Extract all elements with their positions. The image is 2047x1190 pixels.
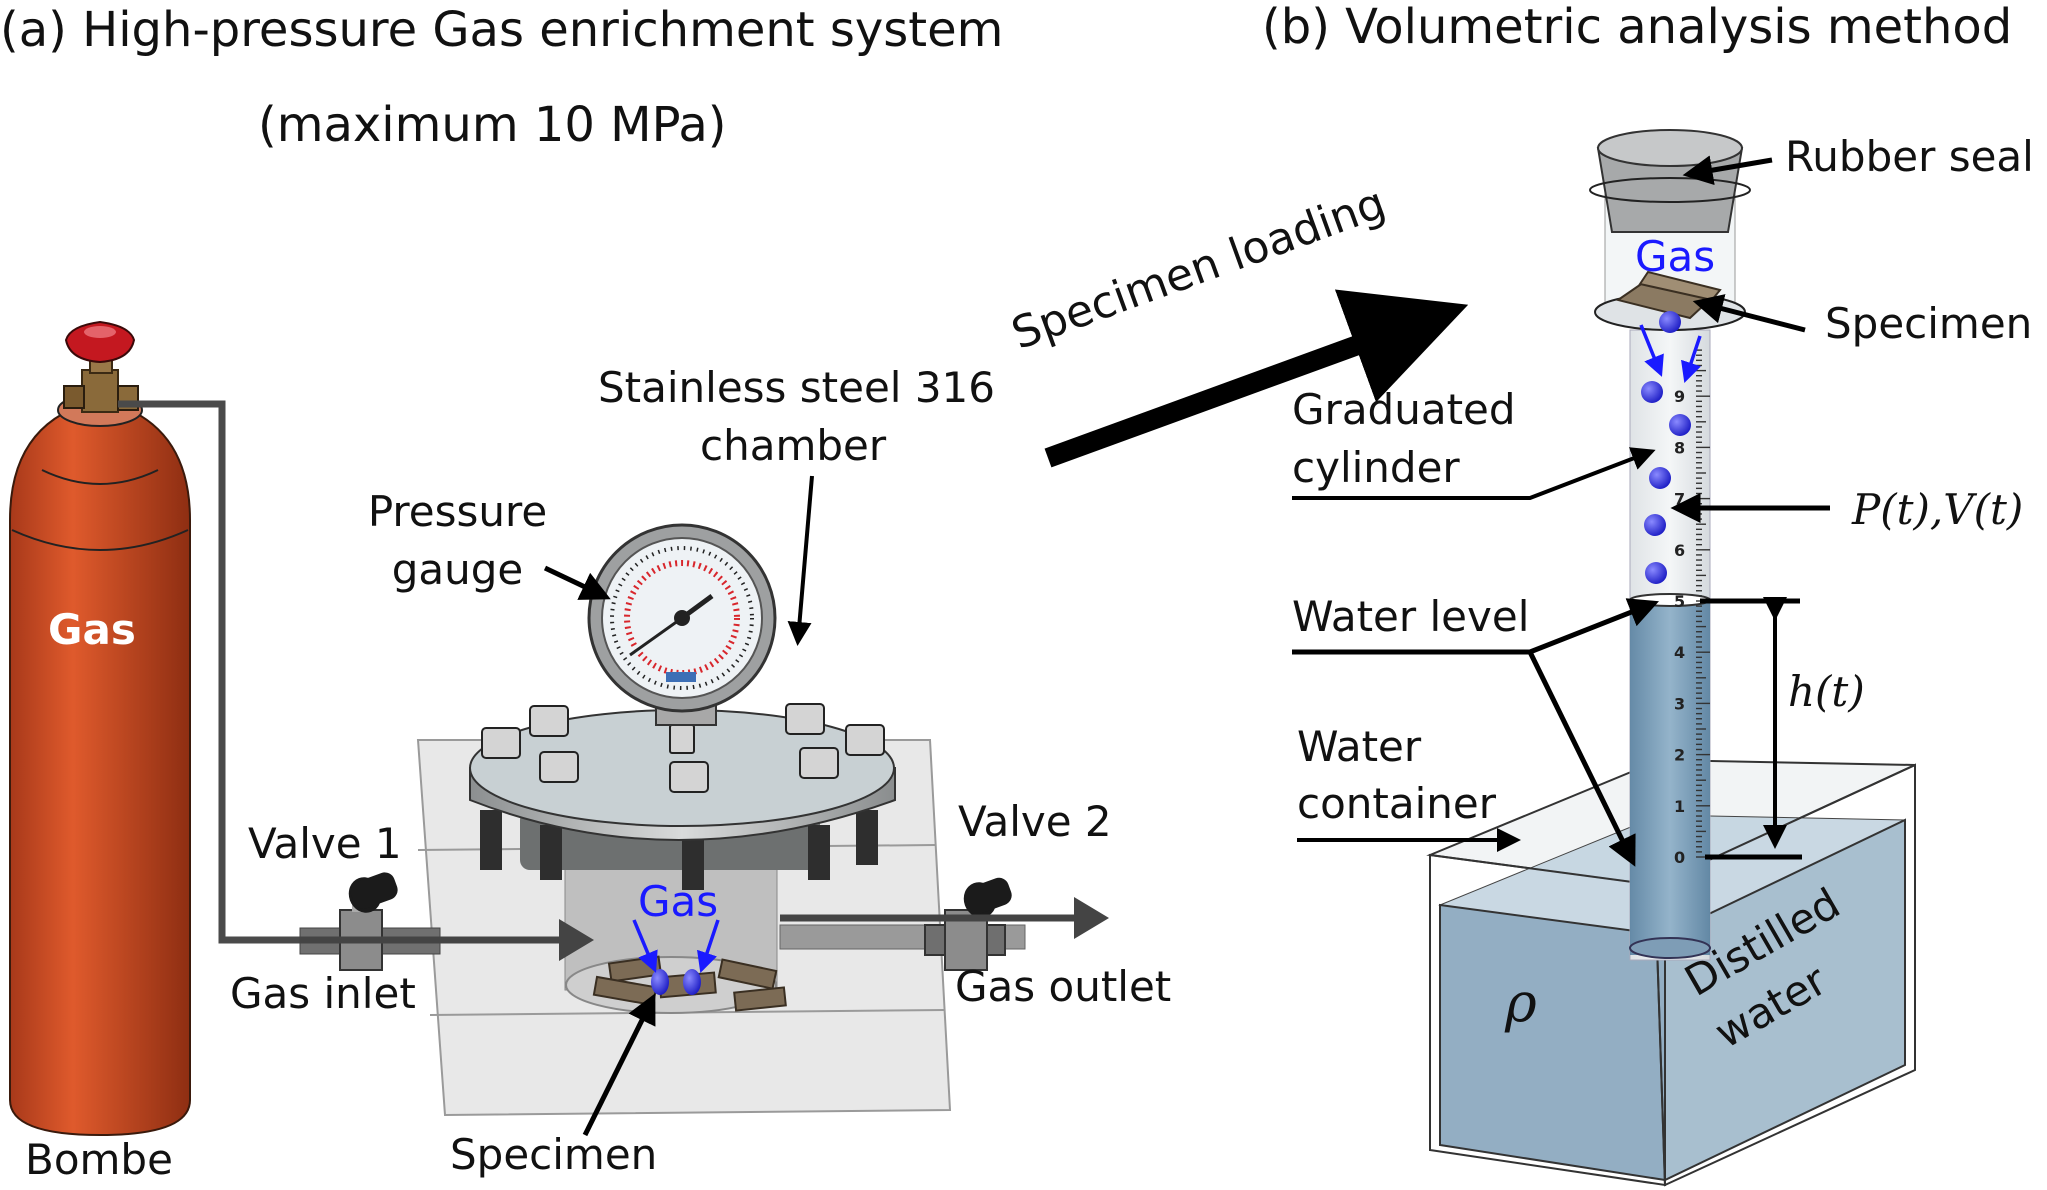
pressure-gauge-label-line2: gauge xyxy=(391,545,524,594)
graduated-cylinder xyxy=(1629,329,1711,961)
specimen-label: Specimen xyxy=(450,1130,658,1179)
chamber-arrow xyxy=(787,475,814,646)
valve-2 xyxy=(779,877,1026,971)
graduated-cylinder-label-line2: cylinder xyxy=(1292,443,1460,492)
bombe-label: Bombe xyxy=(25,1135,173,1184)
scale-tick-label: 9 xyxy=(1674,387,1685,406)
flange-bolts xyxy=(480,810,878,890)
graduated-cylinder-pointer xyxy=(1292,447,1656,500)
chamber-label-line2: chamber xyxy=(700,421,887,470)
valve-2-label: Valve 2 xyxy=(958,797,1112,846)
cylinder-gas-label: Gas xyxy=(48,605,136,654)
scale-tick-label: 2 xyxy=(1674,746,1685,765)
gas-bubble xyxy=(1644,514,1666,536)
panel-a-subtitle: (maximum 10 MPa) xyxy=(258,97,727,153)
water-level-label: Water level xyxy=(1292,592,1530,641)
gas-bubble xyxy=(1669,414,1691,436)
scale-tick-label: 6 xyxy=(1674,541,1685,560)
density-rho-label: ρ xyxy=(1505,971,1537,1034)
panel-b-title: (b) Volumetric analysis method xyxy=(1262,0,2013,55)
gas-bubble xyxy=(1659,311,1681,333)
water-level-pointer-lower xyxy=(1527,650,1636,867)
scale-tick-label: 8 xyxy=(1674,438,1685,457)
specimen-b-arrow xyxy=(1692,294,1806,333)
valve-1 xyxy=(299,872,441,971)
pressure-gauge xyxy=(587,523,777,726)
gas-bubble xyxy=(1649,467,1671,489)
scale-tick-label: 4 xyxy=(1674,643,1685,662)
scale-tick-label: 5 xyxy=(1674,592,1685,611)
scale-tick-label: 0 xyxy=(1674,848,1685,867)
water-container-label-line1: Water xyxy=(1297,722,1422,771)
panel-a-title: (a) High-pressure Gas enrichment system xyxy=(0,2,1004,58)
supply-line xyxy=(118,400,300,944)
gas-arrow-left xyxy=(632,919,658,973)
gas-bubbles xyxy=(1641,311,1691,584)
valve-1-label: Valve 1 xyxy=(248,819,402,868)
pv-label: P(t),V(t) xyxy=(1852,485,2024,534)
scale-tick-label: 1 xyxy=(1674,797,1685,816)
rubber-seal-arrow xyxy=(1682,155,1773,185)
pressure-gauge-arrow xyxy=(543,565,611,600)
gas-arrow-right xyxy=(697,919,720,973)
scale-tick-label: 3 xyxy=(1674,694,1685,713)
specimen-arrow xyxy=(582,993,656,1137)
valve-knob-red xyxy=(64,320,136,364)
rubber-seal-label: Rubber seal xyxy=(1785,132,2034,181)
graduated-cylinder-label-line1: Graduated xyxy=(1292,385,1516,434)
chamber-label-line1: Stainless steel 316 xyxy=(598,363,995,412)
chamber-gas-bubbles xyxy=(651,969,701,995)
gas-bubble xyxy=(1645,562,1667,584)
h-label: h(t) xyxy=(1788,667,1865,716)
specimen-b-label: Specimen xyxy=(1825,299,2033,348)
pressure-gauge-label-line1: Pressure xyxy=(367,487,548,536)
flange-nuts xyxy=(481,703,885,793)
tube-gas-arrow-right xyxy=(1681,335,1702,383)
gas-inlet-label: Gas inlet xyxy=(230,969,416,1018)
tube-gas-label: Gas xyxy=(1635,232,1716,281)
specimen-loading-arrow xyxy=(1044,289,1469,468)
chamber-gas-label: Gas xyxy=(638,877,719,926)
gas-bubble xyxy=(1641,381,1663,403)
water-container-label-line2: container xyxy=(1297,779,1497,828)
gas-cylinder xyxy=(9,393,191,1137)
tube-gas-arrow-left xyxy=(1639,324,1664,377)
gas-outlet-label: Gas outlet xyxy=(955,962,1172,1011)
